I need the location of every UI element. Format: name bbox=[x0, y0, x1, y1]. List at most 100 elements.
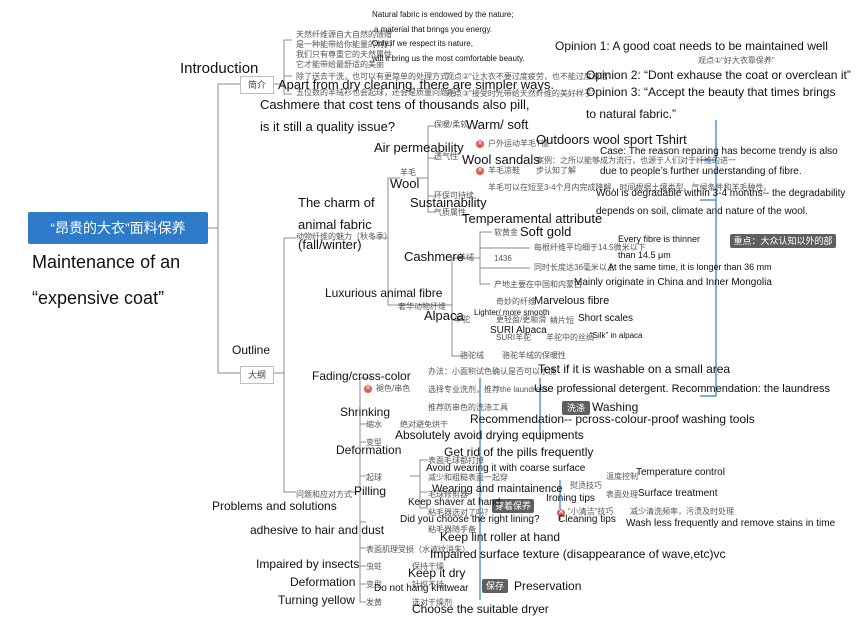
fibre-en-1: Every fibre is thinner bbox=[618, 234, 701, 244]
intro-en-line: a material that brings you energy. bbox=[374, 25, 493, 34]
silk-en: “Silk” in alpaca bbox=[590, 331, 643, 340]
wool-en: Wool bbox=[390, 176, 420, 191]
clean-en: Cleaning tips bbox=[558, 514, 616, 525]
suri-en: SURI Alpaca bbox=[490, 325, 547, 336]
intro-cn-line: 我们只有尊重它的天然属性 bbox=[296, 50, 392, 59]
case-en-2: due to people’s further understanding of… bbox=[600, 166, 802, 177]
light-cn: 更轻盈/更顺滑 bbox=[496, 315, 547, 324]
shaver-en: Keep shaver at hand bbox=[408, 497, 501, 508]
fading-cn: 褪色/串色 bbox=[376, 384, 411, 393]
degrade-en-1: Wool is degradable within 3-4 months-- t… bbox=[596, 188, 846, 199]
charm-en-3: (fall/winter) bbox=[298, 237, 362, 252]
opinion-2-en: Opinion 2: “Dont exhause the coat or ove… bbox=[586, 68, 851, 82]
suri-cn: SURI羊驼 bbox=[496, 333, 532, 342]
root-caption-line2: “expensive coat” bbox=[32, 288, 165, 308]
light-en: Lighter/ more smooth bbox=[474, 308, 550, 317]
short-en: Short scales bbox=[578, 313, 634, 324]
sandal-en: Wool sandals bbox=[462, 152, 540, 167]
avoid-cn: 绝对避免烘干 bbox=[400, 420, 448, 429]
surf-cn: 表面处理 bbox=[606, 490, 638, 499]
charm-en-2: animal fabric bbox=[298, 217, 372, 232]
fibre-cn: 每根纤维平均细于14.5微米以下 bbox=[534, 243, 646, 252]
preservation-tag[interactable]: 保存 bbox=[482, 579, 508, 593]
dry-clean-en: Apart from dry cleaning, there are simpl… bbox=[278, 77, 554, 92]
origin-en: Mainly originate in China and Inner Mong… bbox=[574, 277, 772, 288]
softgold-cn: 软黄金 bbox=[494, 228, 518, 237]
long-en: At the same time, it is longer than 36 m… bbox=[608, 262, 772, 272]
intro-label: Introduction bbox=[180, 60, 259, 77]
knit-en: Do not hang knitwear bbox=[374, 583, 469, 594]
lint-en: Keep lint roller at hand bbox=[440, 530, 561, 544]
sandal-cn: 羊毛凉鞋 bbox=[488, 166, 520, 175]
deform2-en: Deformation bbox=[290, 575, 356, 589]
adhesive-en: adhesive to hair and dust bbox=[250, 523, 385, 537]
intro-en-line: Only if we respect its nature, bbox=[372, 39, 473, 48]
opinion-3-cn: 观点③“接受时光带给天然纤维的美好样子” bbox=[446, 89, 595, 98]
key-point-tag[interactable]: 重点：大众认知以外的部分 bbox=[730, 234, 836, 260]
luxury-cn: 奢华动物纤维 bbox=[398, 302, 446, 311]
intro-node[interactable]: 简介 bbox=[240, 76, 274, 94]
fading-en: Fading/cross-color bbox=[312, 369, 411, 383]
warm-cn: 保暖/柔软 bbox=[434, 120, 469, 129]
less-cn: 减少清洗频率，污渍及时处理 bbox=[630, 507, 734, 516]
silk-cn: 羊驼中的丝绸 bbox=[546, 333, 594, 342]
mohair-cn: 奇妙的纤维 bbox=[496, 297, 536, 306]
degrade-en-2: depends on soil, climate and nature of t… bbox=[596, 206, 808, 217]
washing-en: Washing bbox=[592, 400, 639, 414]
case-en-1: Case: The reason reparing has become tre… bbox=[600, 146, 838, 157]
intro-cn-line: 是一种能带给你能量的材料 bbox=[296, 40, 392, 49]
texture-en: Impaired surface texture (disappearance … bbox=[430, 547, 726, 561]
shrink-en: Shrinking bbox=[340, 405, 391, 419]
sus-cn: 环保可持续 bbox=[434, 191, 474, 200]
texture-cn: 表面肌理受损（水波纹消失） bbox=[366, 545, 470, 554]
cross-icon: ✕ bbox=[476, 167, 484, 175]
dryer-cn: 选对干燥剂 bbox=[412, 598, 452, 607]
dry-clean-cn: 除了送去干洗，也可以有更简单的处理方式 bbox=[296, 72, 448, 81]
avoid-en: Absolutely avoid drying equipments bbox=[395, 428, 584, 442]
alpaca-en: Alpaca bbox=[424, 308, 464, 323]
outline-label: Outline bbox=[232, 343, 271, 357]
camel-sub-cn: 骆驼羊绒的保暖性 bbox=[502, 351, 566, 360]
right-cn: 粘毛器选对了吗？ bbox=[428, 508, 492, 517]
opinion-3-en-2: to natural fabric.” bbox=[586, 107, 677, 121]
opinion-3-en-1: Opinion 3: “Accept the beauty that times… bbox=[586, 85, 836, 99]
lint-cn: 粘毛器随手备 bbox=[428, 525, 476, 534]
tool-en: Recommendation-- pcross-colour-proof was… bbox=[470, 412, 755, 426]
getrid-cn: 表面毛球都打掉 bbox=[428, 456, 484, 465]
shaver-cn: 毛球修剪器 bbox=[428, 490, 468, 499]
air-en: Air permeability bbox=[374, 140, 464, 155]
charm-en-1: The charm of bbox=[298, 195, 375, 210]
intro-en-line: will it bring us the most comfortable be… bbox=[372, 54, 525, 63]
cashmere-cn: 羊绒 bbox=[458, 253, 474, 262]
yellow-en: Turning yellow bbox=[278, 593, 355, 607]
case-cn: 案例：之所以能够成为流行，也源于人们对于纤维的进一 bbox=[536, 156, 736, 165]
opinion-2-cn: 观点②“让大衣不要过度疲劳，也不能过度清洁” bbox=[446, 72, 611, 81]
opinion-1-cn: 观点①“好大衣靠保养” bbox=[698, 56, 775, 65]
outline-node[interactable]: 大纲 bbox=[240, 366, 274, 384]
cashmere-question-en-2: is it still a quality issue? bbox=[260, 119, 396, 134]
dry-en: Keep it dry bbox=[408, 566, 466, 580]
surf-en: Surface treatment bbox=[638, 488, 718, 499]
problems-cn: 问题和应对方式 bbox=[296, 490, 352, 499]
deter-cn: 选择专业洗剂，推荐the laundress bbox=[428, 385, 549, 394]
cashmere-en: Cashmere bbox=[404, 249, 464, 264]
deform-en: Deformation bbox=[336, 443, 402, 457]
sus-en: Sustainability bbox=[410, 195, 487, 210]
washing-tag[interactable]: 洗涤 bbox=[562, 401, 590, 415]
cashmere-question-cn: 五位数的羊绒衫也会起球，还会是质量问题吗？ bbox=[296, 88, 464, 97]
getrid-en: Get rid of the pills frequently bbox=[444, 445, 594, 459]
iron-en: Ironing tips bbox=[546, 493, 595, 504]
care-en: Wearing and maintainence bbox=[432, 483, 563, 495]
cross-icon: ✕ bbox=[476, 140, 484, 148]
root-caption-line1: Maintenance of an bbox=[32, 252, 181, 272]
temper-en: Temperamental attribute bbox=[462, 211, 603, 226]
mohair-en: Marvelous fibre bbox=[534, 295, 610, 307]
degrade-cn: 羊毛可以在短至3-4个月内完成降解，时间根据土壤类型、气候条件和羊毛种性。 bbox=[488, 183, 772, 192]
intro-cn-line: 它才能带给最舒适的美丽 bbox=[296, 60, 384, 69]
test-cn: 办法：小面积试色确认是否可以水洗 bbox=[428, 367, 556, 376]
intro-cn-line: 天然纤维源自大自然的馈赠 bbox=[296, 30, 392, 39]
care-tag[interactable]: 穿着保养 bbox=[492, 499, 534, 513]
root-topic[interactable]: “昂贵的大衣”面料保养 bbox=[28, 212, 208, 244]
warm-en: Warm/ soft bbox=[466, 117, 529, 132]
iron-cn: 熨烫技巧 bbox=[570, 481, 602, 490]
